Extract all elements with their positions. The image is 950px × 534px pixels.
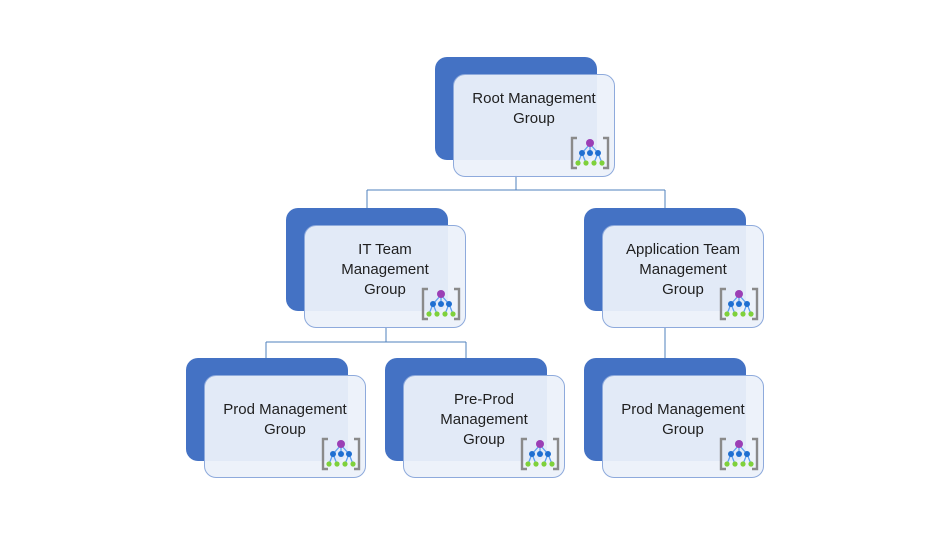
connector-root-to-children (366, 175, 666, 226)
connector-it-team-to-children (265, 327, 467, 376)
node-it-team[interactable]: IT Team Management Group (286, 208, 466, 328)
management-group-icon (421, 287, 461, 321)
management-group-icon (520, 437, 560, 471)
node-card: Prod Management Group (602, 375, 764, 478)
node-card: Root Management Group (453, 74, 615, 177)
node-it-prod[interactable]: Prod Management Group (186, 358, 366, 478)
node-root[interactable]: Root Management Group (435, 57, 615, 177)
node-app-prod[interactable]: Prod Management Group (584, 358, 764, 478)
node-card: IT Team Management Group (304, 225, 466, 328)
management-group-icon (719, 287, 759, 321)
node-card: Application Team Management Group (602, 225, 764, 328)
node-label: IT Team Management Group (341, 241, 429, 298)
node-label: Prod Management Group (223, 401, 347, 438)
node-card: Prod Management Group (204, 375, 366, 478)
management-group-icon (321, 437, 361, 471)
node-app-team[interactable]: Application Team Management Group (584, 208, 764, 328)
node-label: Prod Management Group (621, 401, 745, 438)
node-label: Pre-Prod Management Group (440, 391, 528, 448)
node-label: Root Management Group (472, 90, 596, 127)
node-card: Pre-Prod Management Group (403, 375, 565, 478)
node-label: Application Team Management Group (626, 241, 740, 298)
node-it-preprod[interactable]: Pre-Prod Management Group (385, 358, 565, 478)
management-group-icon (570, 136, 610, 170)
management-group-icon (719, 437, 759, 471)
